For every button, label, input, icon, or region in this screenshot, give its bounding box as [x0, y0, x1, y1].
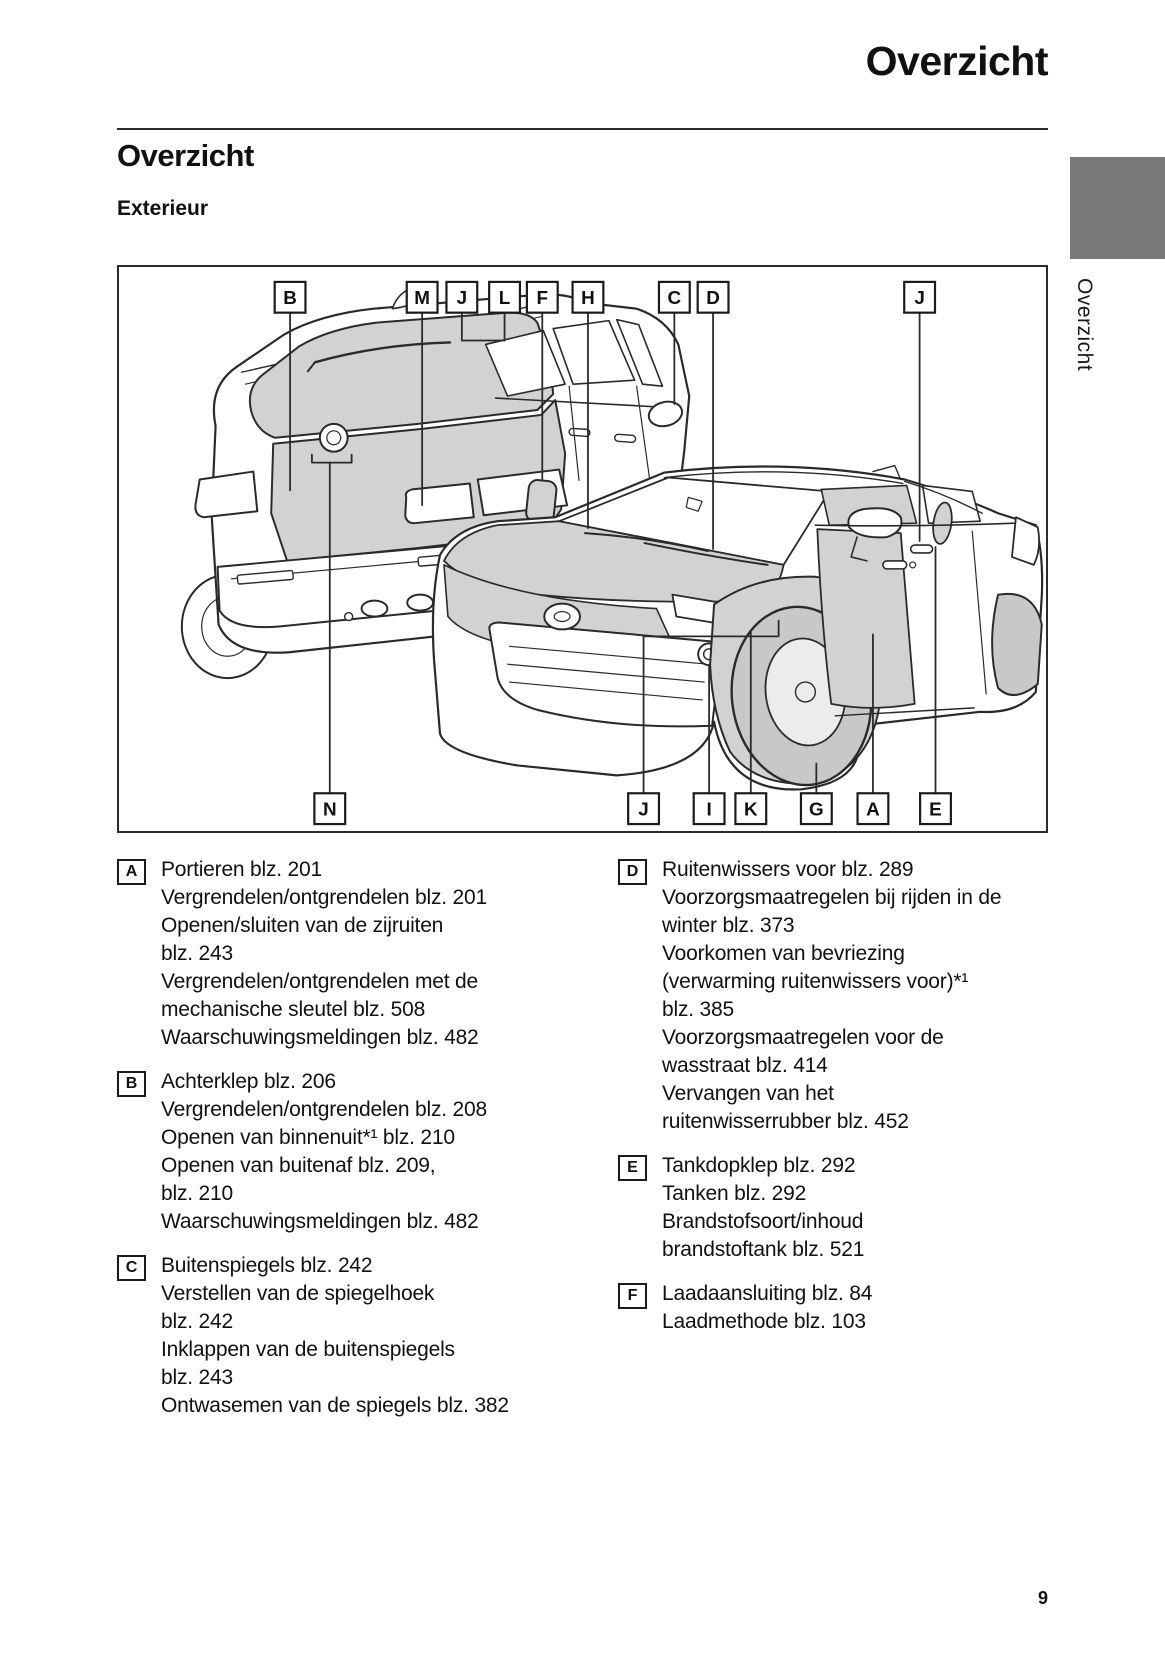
- callout-letter: D: [706, 287, 720, 308]
- header-rule: [117, 128, 1048, 130]
- legend-text-B: Achterklep blz. 206 Vergrendelen/ontgren…: [161, 1070, 487, 1233]
- callout-label-A: A: [856, 792, 890, 826]
- exhaust-tip: [406, 593, 435, 612]
- legend-text-A: Portieren blz. 201 Vergrendelen/ontgrend…: [161, 858, 487, 1049]
- callout-label-F: F: [525, 280, 559, 314]
- roof-antenna-fin: [872, 464, 901, 479]
- callout-label-N: N: [313, 792, 347, 826]
- callout-letter: K: [744, 799, 758, 820]
- front-wiper: [643, 542, 769, 566]
- callout-letter: J: [638, 799, 649, 820]
- callout-label-I: I: [692, 792, 726, 826]
- callout-letter: J: [914, 287, 925, 308]
- door-handle: [882, 560, 908, 570]
- legend-item-E: E Tankdopklep blz. 292 Tanken blz. 292 B…: [618, 1152, 1048, 1264]
- callout-letter: N: [323, 799, 337, 820]
- rear-vehicle-drawing: [180, 286, 691, 680]
- callout-labels-bottom: N J I K G A E: [313, 792, 952, 826]
- legend-text-E: Tankdopklep blz. 292 Tanken blz. 292 Bra…: [662, 1154, 865, 1261]
- chapter-tab-marker: [1070, 157, 1165, 259]
- legend-column-left: A Portieren blz. 201 Vergrendelen/ontgre…: [117, 856, 587, 1436]
- callout-label-M: M: [405, 280, 439, 314]
- front-wiper: [583, 532, 710, 552]
- exterior-diagram-svg: B M J L F H C D: [180, 280, 1044, 826]
- front-grille: [488, 621, 724, 728]
- legend-key-F: F: [618, 1283, 647, 1309]
- callout-letter: C: [668, 287, 682, 308]
- callout-letter: H: [581, 287, 595, 308]
- front-emblem: [543, 602, 582, 631]
- front-vehicle-drawing: [431, 464, 1044, 791]
- section-title: Overzicht: [117, 138, 254, 173]
- callout-label-L: L: [488, 280, 522, 314]
- legend-column-right: D Ruitenwissers voor blz. 289 Voorzorgsm…: [618, 856, 1048, 1352]
- callout-label-J-roof: J: [445, 280, 479, 314]
- legend-item-F: F Laadaansluiting blz. 84 Laadmethode bl…: [618, 1280, 1048, 1336]
- callout-label-G: G: [799, 792, 833, 826]
- door-handle: [909, 544, 934, 554]
- legend-text-D: Ruitenwissers voor blz. 289 Voorzorgsmaa…: [662, 858, 1002, 1133]
- callout-leader-lines: [289, 311, 937, 795]
- callout-letter: F: [537, 287, 549, 308]
- side-mirror-rear-car: [647, 400, 684, 428]
- callout-labels-top: B M J L F H C D: [273, 280, 937, 314]
- tail-lamp-left: [194, 470, 259, 519]
- legend-key-D: D: [618, 859, 647, 885]
- callout-letter: M: [414, 287, 430, 308]
- callout-letter: G: [809, 799, 824, 820]
- page-number: 9: [1037, 1588, 1048, 1608]
- rear-emblem: [318, 422, 349, 453]
- front-car-taillight: [1011, 516, 1040, 566]
- door-handle: [614, 433, 637, 443]
- callout-letter: B: [283, 287, 297, 308]
- callout-label-D: D: [696, 280, 730, 314]
- legend-item-C: C Buitenspiegels blz. 242 Verstellen van…: [117, 1252, 587, 1420]
- legend-key-E: E: [618, 1155, 647, 1181]
- callout-label-B: B: [273, 280, 307, 314]
- page-header-title: Overzicht: [865, 38, 1049, 84]
- rear-tire: [991, 592, 1043, 696]
- callout-letter: A: [866, 799, 880, 820]
- tail-lamp-inner-right: [404, 482, 475, 525]
- exterior-diagram: B M J L F H C D: [117, 265, 1048, 833]
- legend-text-C: Buitenspiegels blz. 242 Verstellen van d…: [161, 1254, 509, 1417]
- callout-letter: J: [457, 287, 468, 308]
- callout-label-C: C: [657, 280, 691, 314]
- rear-wiper: [313, 341, 452, 364]
- legend-item-A: A Portieren blz. 201 Vergrendelen/ontgre…: [117, 856, 587, 1052]
- callout-label-K: K: [734, 792, 768, 826]
- subsection-title: Exterieur: [117, 197, 209, 220]
- front-door: [816, 528, 916, 709]
- legend-key-C: C: [117, 1255, 146, 1281]
- callout-letter: I: [706, 799, 711, 820]
- callout-label-J-door: J: [903, 280, 937, 314]
- chapter-vertical-label: Overzicht: [1073, 278, 1096, 372]
- side-mirror-front-car: [847, 507, 903, 539]
- legend-item-B: B Achterklep blz. 206 Vergrendelen/ontgr…: [117, 1068, 587, 1236]
- callout-letter: E: [929, 799, 942, 820]
- callout-letter: L: [499, 287, 511, 308]
- legend-item-D: D Ruitenwissers voor blz. 289 Voorzorgsm…: [618, 856, 1048, 1136]
- exhaust-tip: [360, 599, 389, 618]
- callout-label-E: E: [919, 792, 952, 826]
- callout-label-J-front: J: [627, 792, 661, 826]
- legend-key-A: A: [117, 859, 146, 885]
- callout-label-H: H: [571, 280, 605, 314]
- legend-text-F: Laadaansluiting blz. 84 Laadmethode blz.…: [662, 1282, 873, 1333]
- legend-key-B: B: [117, 1071, 146, 1097]
- door-handle: [568, 427, 591, 438]
